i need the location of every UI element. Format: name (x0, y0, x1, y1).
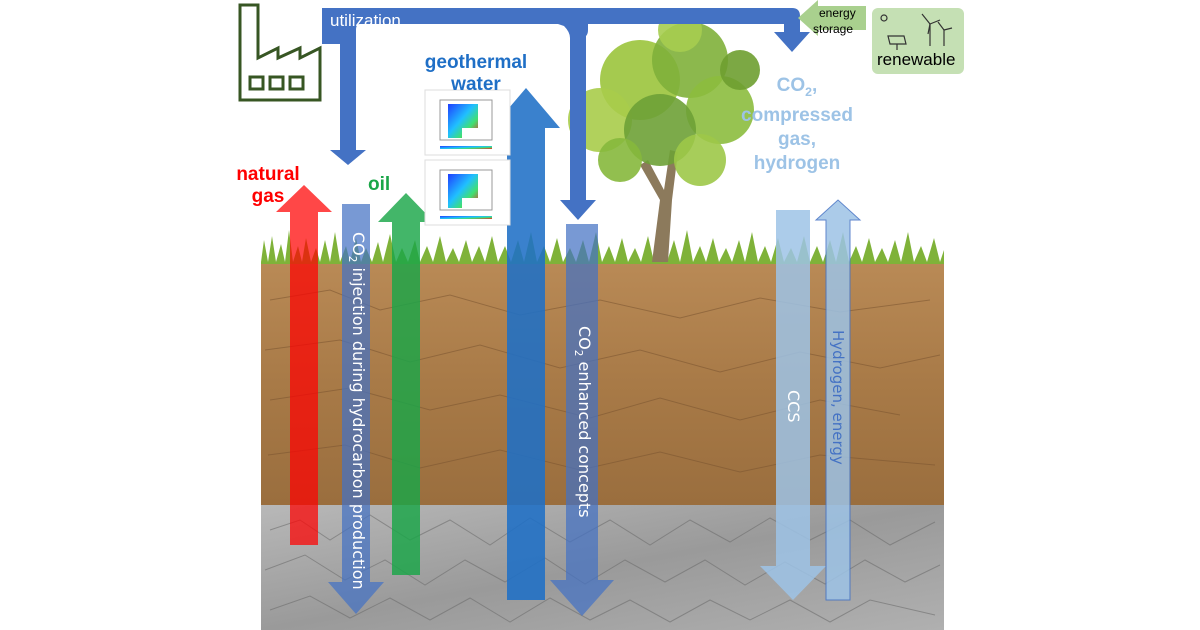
oil-label: oil (368, 174, 391, 195)
co2-enhanced-label: CO2 enhanced concepts (572, 326, 594, 518)
storage-targets-line2: compressed (741, 104, 853, 126)
injection-rest: injection during hydrocarbon production (349, 262, 368, 590)
injection-prefix: CO (349, 232, 368, 256)
co2-injection-label: CO2 injection during hydrocarbon product… (346, 232, 368, 590)
co2-prefix: CO (776, 75, 806, 96)
oil-arrow (378, 193, 434, 575)
solar-panel-icon (880, 14, 907, 50)
storage-targets-label: CO2, compressed gas, hydrogen (722, 74, 872, 176)
hydrogen-energy-label: Hydrogen, energy (829, 330, 847, 465)
co2-enhanced-arrow (550, 224, 614, 616)
co2-line: CO2, (776, 75, 818, 99)
enhanced-prefix: CO (575, 326, 594, 350)
storage-targets-line3: gas, (777, 128, 817, 150)
tree-trunk (640, 150, 678, 262)
natural-gas-arrow (276, 185, 332, 545)
ccs-label: CCS (784, 390, 803, 423)
renewable-box (872, 8, 964, 74)
energy-storage-arrow (798, 0, 866, 36)
wind-turbine-icon (921, 13, 953, 46)
natural-gas-label: natural gas (226, 164, 310, 208)
enhanced-rest: enhanced concepts (575, 356, 594, 518)
geothermal-line1: geothermal (424, 52, 528, 73)
geothermal-line2: water (451, 74, 501, 95)
tree (568, 8, 760, 262)
co2-injection-arrow (328, 204, 384, 614)
energy-storage-line1: energy (819, 6, 856, 20)
storage-targets-line4: hydrogen (753, 152, 841, 174)
geothermal-water-label: geothermal water (414, 52, 538, 96)
natural-gas-line2: gas (251, 186, 285, 207)
energy-storage-line2: storage (813, 22, 854, 36)
factory-icon (238, 3, 322, 102)
ccs-arrow (760, 210, 826, 600)
natural-gas-line1: natural (236, 164, 300, 185)
simulation-image-top (424, 89, 511, 156)
renewable-label: renewable (877, 50, 956, 69)
co2-sub: 2 (805, 84, 813, 99)
energy-storage-label: energy storage (813, 5, 856, 37)
simulation-image-bottom (424, 159, 511, 226)
grass-strip (261, 230, 944, 264)
hydrogen-energy-arrow (814, 199, 862, 601)
utilization-label: utilization (330, 11, 401, 30)
